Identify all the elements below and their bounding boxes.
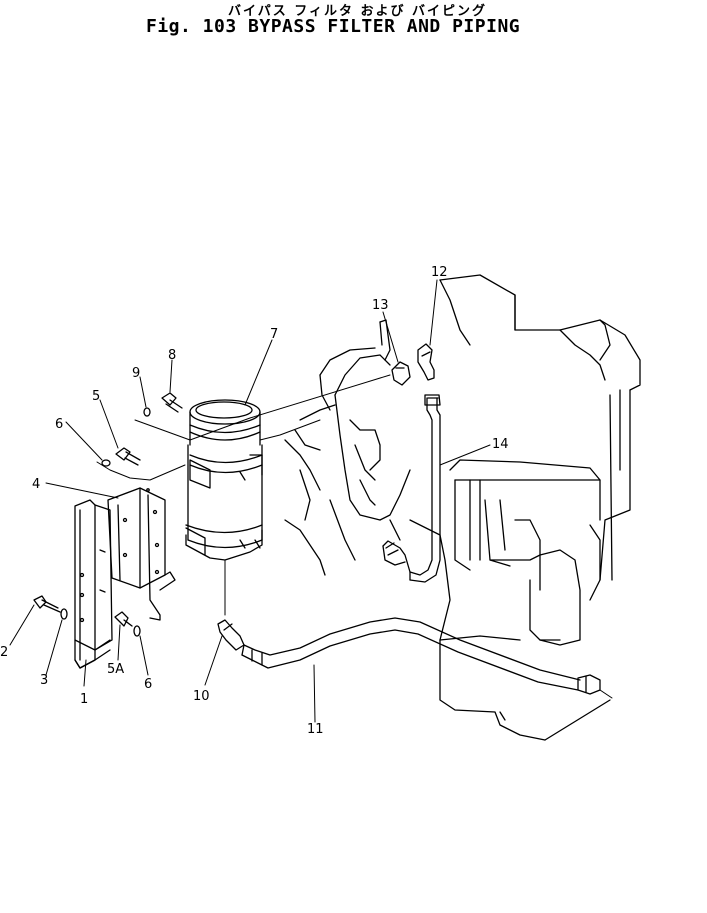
bracket-4 [107, 487, 176, 621]
callout-5a: 5A [107, 662, 124, 677]
callout-12: 12 [431, 265, 448, 280]
callout-1: 1 [80, 692, 88, 707]
callout-5: 5 [92, 389, 100, 404]
bracket-1 [74, 499, 113, 669]
callout-10: 10 [193, 689, 210, 704]
bolt-2 [33, 595, 61, 613]
callout-11: 11 [307, 722, 324, 737]
callout-7: 7 [270, 327, 278, 342]
callout-9: 9 [132, 366, 140, 381]
bypass-filter-7 [185, 399, 263, 561]
callout-8: 8 [168, 348, 176, 363]
washer-6-upper [101, 459, 111, 467]
callout-6-upper: 6 [55, 417, 63, 432]
nut-13 [391, 361, 411, 386]
leader-lines [9, 279, 491, 723]
hose-14 [382, 394, 441, 583]
callout-2: 2 [0, 645, 8, 660]
callout-14: 14 [492, 437, 509, 452]
bolt-5 [115, 447, 141, 466]
hose-11 [241, 617, 601, 695]
figure-title: Fig. 103 BYPASS FILTER AND PIPING [146, 16, 521, 37]
washer-6-lower [133, 625, 141, 637]
bolt-5a [114, 611, 133, 627]
callout-4: 4 [32, 477, 40, 492]
figure-title-japanese: バイパス フィルタ および バイピング [228, 4, 488, 19]
bolt-8 [161, 392, 183, 413]
callout-labels: 1 2 3 4 5 5A 6 6 7 8 9 10 11 12 13 14 [0, 265, 509, 737]
callout-3: 3 [40, 673, 48, 688]
washer-3 [60, 608, 68, 620]
assembly-lines [96, 374, 613, 699]
washer-9 [143, 407, 151, 417]
engine-block [284, 274, 641, 741]
elbow-10 [217, 619, 245, 651]
callout-6-lower: 6 [144, 677, 152, 692]
elbow-12 [417, 343, 435, 381]
callout-13: 13 [372, 298, 389, 313]
